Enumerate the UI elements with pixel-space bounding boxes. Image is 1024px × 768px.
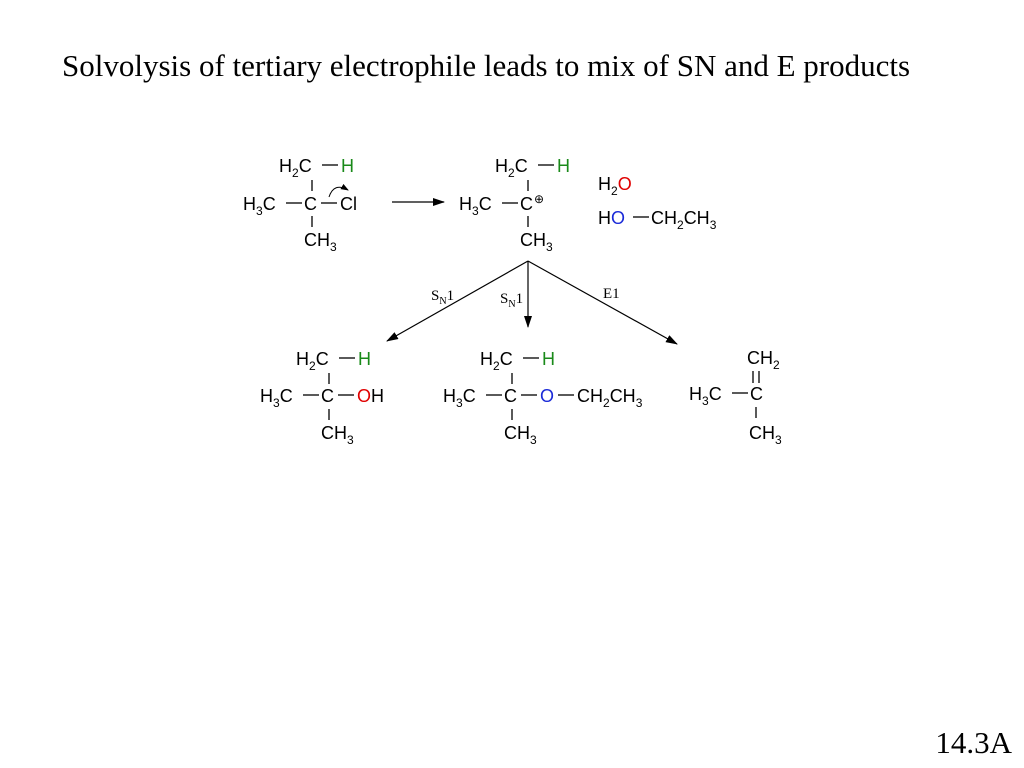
svg-text:H3C: H3C: [260, 386, 293, 410]
svg-text:C: C: [750, 384, 763, 404]
svg-text:CH3: CH3: [321, 423, 354, 447]
cation-h3c: H3C: [459, 194, 492, 218]
e1-label: E1: [603, 286, 620, 302]
reactant-h3c: H3C: [243, 194, 276, 218]
svg-text:CH2CH3: CH2CH3: [651, 208, 717, 232]
svg-text:CH3: CH3: [749, 423, 782, 447]
reactant-hydrogen: H: [341, 156, 354, 176]
svg-text:CH2CH3: CH2CH3: [577, 386, 643, 410]
svg-text:H3C: H3C: [443, 386, 476, 410]
svg-text:OH: OH: [357, 386, 384, 406]
cation-ch3: CH3: [520, 230, 553, 254]
svg-text:CH2: CH2: [747, 348, 780, 372]
product-tert-butanol: H2C H H3C C OH CH3: [260, 349, 384, 447]
reactant-chlorine: Cl: [340, 194, 357, 214]
product-isobutylene: CH2 H3C C CH3: [689, 348, 782, 447]
svg-text:CH3: CH3: [504, 423, 537, 447]
svg-text:H2C: H2C: [480, 349, 513, 373]
cation-central-carbon: C: [520, 194, 533, 214]
svg-text:H: H: [358, 349, 371, 369]
svg-text:O: O: [540, 386, 554, 406]
svg-text:H3C: H3C: [689, 384, 722, 408]
electron-push-arrow: [328, 183, 349, 198]
svg-text:H2C: H2C: [296, 349, 329, 373]
reactant-central-carbon: C: [304, 194, 317, 214]
solvent-ethanol: HO CH2CH3: [598, 208, 717, 232]
product-ethyl-ether: H2C H H3C C O CH2CH3 CH3: [443, 349, 643, 447]
sn1-left-arrow: [386, 260, 529, 342]
svg-text:H2O: H2O: [598, 174, 632, 198]
reactant-tert-butyl-chloride: H2C H H3C C Cl CH3: [243, 156, 357, 254]
slide-number: 14.3A: [935, 725, 1012, 760]
svg-text:C: C: [504, 386, 517, 406]
slide-title: Solvolysis of tertiary electrophile lead…: [62, 48, 911, 83]
svg-text:H: H: [542, 349, 555, 369]
reactant-ch3: CH3: [304, 230, 337, 254]
carbocation: H2C H H3C C ⊕ CH3: [459, 156, 570, 254]
positive-charge-icon: ⊕: [534, 192, 544, 206]
pathway-arrows: [386, 260, 678, 345]
svg-text:C: C: [321, 386, 334, 406]
solvent-water: H2O: [598, 174, 632, 198]
cation-h2c: H2C: [495, 156, 528, 180]
sn1-left-label: SN1: [431, 288, 454, 307]
reactant-h2c: H2C: [279, 156, 312, 180]
svg-text:HO: HO: [598, 208, 625, 228]
e1-arrow: [527, 260, 678, 345]
sn1-mid-label: SN1: [500, 291, 523, 310]
cation-hydrogen: H: [557, 156, 570, 176]
